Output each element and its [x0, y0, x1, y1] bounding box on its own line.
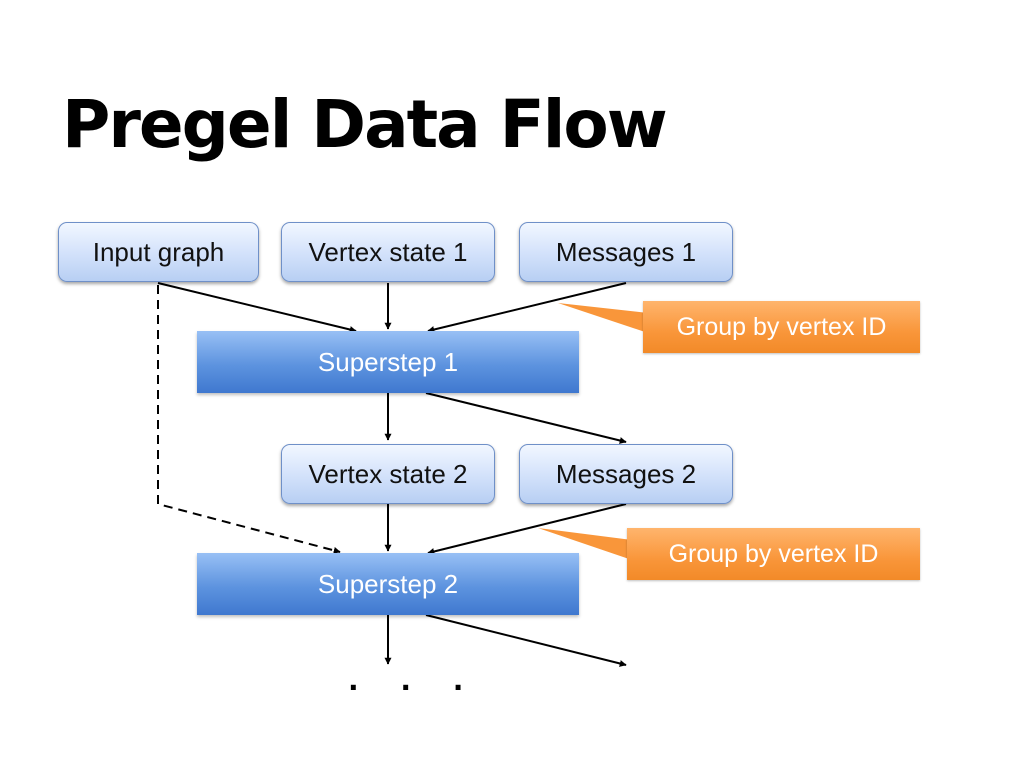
- edge-messages-1-to-superstep-1: [427, 282, 627, 333]
- callout-pointer-2: [538, 528, 632, 560]
- node-superstep-2: Superstep 2: [197, 553, 579, 615]
- edge-input-graph-to-superstep-2: [157, 285, 341, 554]
- callout-group-by-vertex-id-1: Group by vertex ID: [643, 301, 920, 353]
- edge-input-graph-to-superstep-1: [157, 282, 357, 333]
- edge-superstep-1-to-messages-2: [425, 392, 627, 444]
- callout-pointer-1: [558, 303, 648, 333]
- slide-title: Pregel Data Flow: [62, 86, 668, 163]
- continuation-ellipsis: . . .: [348, 664, 480, 697]
- node-vertex-state-1: Vertex state 1: [281, 222, 495, 282]
- node-messages-2: Messages 2: [519, 444, 733, 504]
- edge-messages-2-to-superstep-2: [427, 503, 627, 555]
- node-input-graph: Input graph: [58, 222, 259, 282]
- node-superstep-1: Superstep 1: [197, 331, 579, 393]
- node-messages-1: Messages 1: [519, 222, 733, 282]
- edge-superstep-2-to-next-messages: [425, 614, 627, 667]
- node-vertex-state-2: Vertex state 2: [281, 444, 495, 504]
- callout-group-by-vertex-id-2: Group by vertex ID: [627, 528, 920, 580]
